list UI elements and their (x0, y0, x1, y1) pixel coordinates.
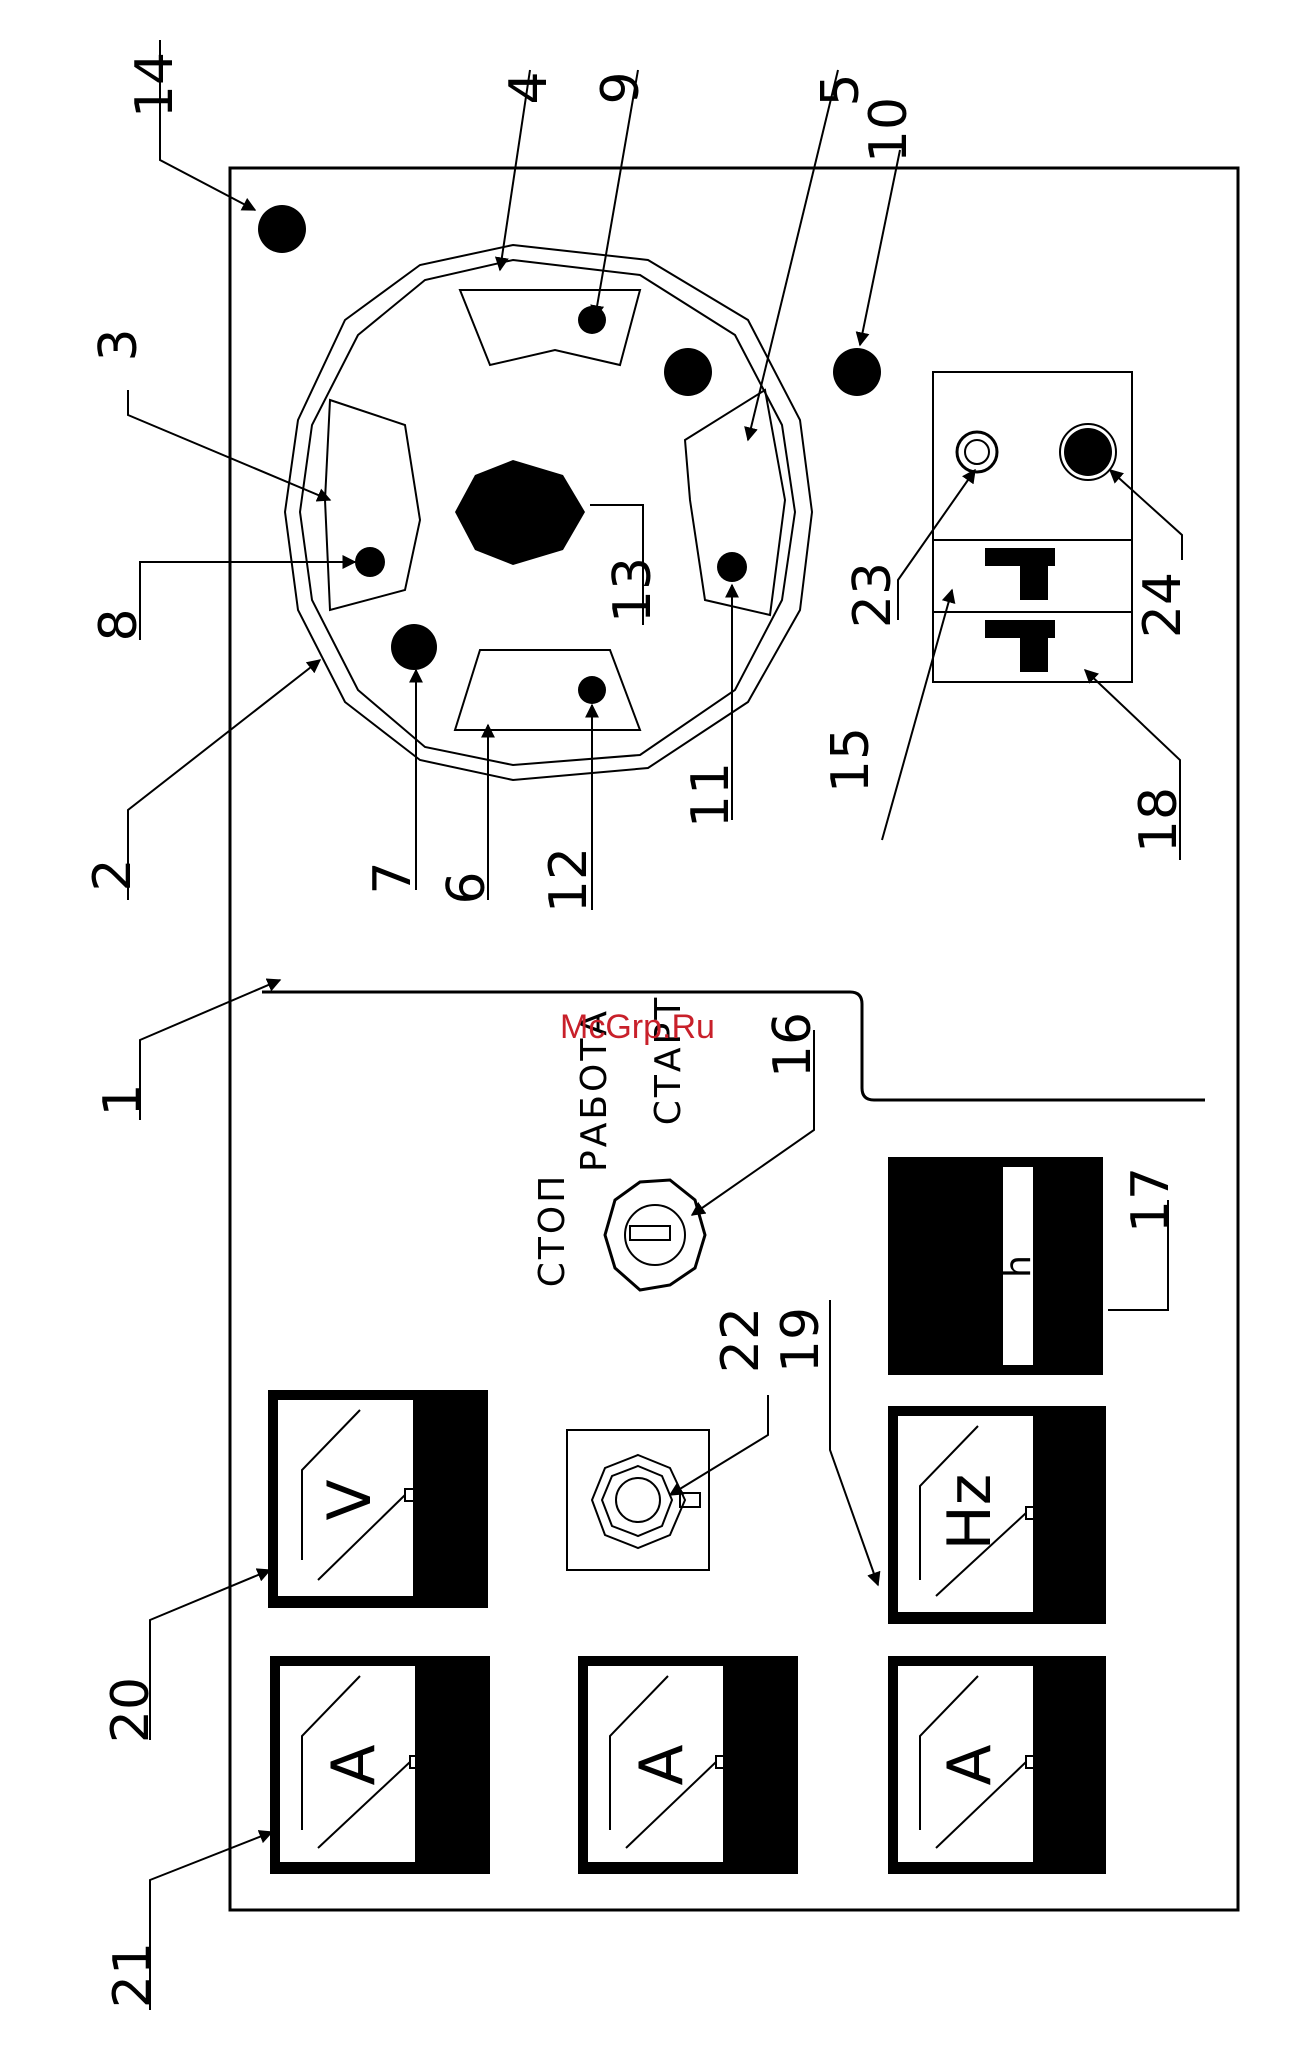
callout-15: 15 (821, 727, 881, 793)
hour-counter-unit-label: h (998, 1252, 1039, 1278)
callout-10: 10 (859, 97, 919, 163)
terminal-10 (833, 348, 881, 396)
callout-17: 17 (1121, 1167, 1181, 1233)
ammeter-21-unit-label: A (319, 1744, 389, 1785)
switch-position-stop: СТОП (532, 1173, 573, 1288)
callout-22: 22 (711, 1307, 771, 1373)
callout-1: 1 (93, 1083, 153, 1116)
watermark: McGrp.Ru (560, 1008, 715, 1046)
callout-19: 19 (771, 1307, 831, 1373)
terminal-14 (258, 205, 306, 253)
ammeter-middle-unit-label: A (627, 1744, 697, 1785)
contact-plate-3 (325, 400, 420, 610)
callout-13: 13 (603, 557, 663, 623)
callout-12: 12 (539, 847, 599, 913)
voltmeter-unit-label: V (315, 1479, 385, 1520)
ammeter-right-unit-label: A (935, 1744, 1005, 1785)
callout-11: 11 (681, 762, 741, 828)
circuit-breaker-18[interactable] (985, 620, 1055, 672)
contact-plate-6 (455, 650, 640, 730)
callout-3: 3 (89, 328, 149, 361)
circuit-breaker-15[interactable] (985, 548, 1055, 600)
callout-2: 2 (83, 858, 143, 891)
panel-divider (262, 992, 1205, 1100)
callout-8: 8 (89, 608, 149, 641)
callout-24: 24 (1133, 572, 1193, 638)
selector-switch-22[interactable] (567, 1430, 709, 1570)
terminal-24 (1064, 428, 1112, 476)
terminal-12 (578, 676, 606, 704)
breaker-lamp-box (933, 372, 1132, 682)
callout-20: 20 (101, 1677, 161, 1743)
callout-14: 14 (125, 52, 185, 118)
hour-counter-17 (888, 1157, 1103, 1375)
key-switch-16[interactable] (605, 1180, 705, 1290)
terminal-unlabeled (664, 348, 712, 396)
callout-21: 21 (103, 1942, 163, 2008)
frequency-meter-unit-label: Hz (935, 1474, 1005, 1551)
indicator-lamp-23 (957, 432, 997, 472)
callout-6: 6 (437, 871, 497, 904)
callout-16: 16 (763, 1012, 823, 1078)
terminal-9 (578, 306, 606, 334)
callout-9: 9 (591, 71, 651, 104)
terminal-8 (355, 547, 385, 577)
callout-18: 18 (1129, 787, 1189, 853)
contact-plate-4 (460, 290, 640, 365)
callout-4: 4 (499, 71, 559, 104)
callout-7: 7 (363, 861, 423, 894)
terminal-7 (391, 624, 437, 670)
indicator-lamp-23-ring (965, 440, 989, 464)
central-stud-13 (455, 460, 585, 565)
terminal-11 (717, 552, 747, 582)
callout-23: 23 (843, 562, 903, 628)
